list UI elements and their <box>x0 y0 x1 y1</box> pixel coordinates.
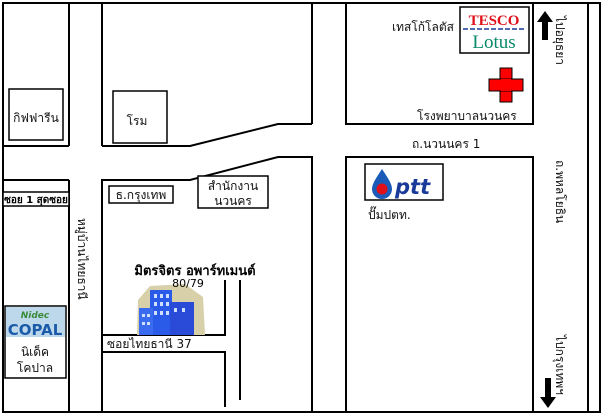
tesco-lotus-logo: TESCO Lotus <box>459 6 530 54</box>
nidec-copal-logo: Nidec COPAL <box>4 305 67 379</box>
road-soi37-label: ซอยไทยธานี 37 <box>107 337 192 351</box>
svg-text:ธ.กรุงเทพ: ธ.กรุงเทพ <box>116 188 167 203</box>
road-phahonyothin-label: ถ.พหลโยธิน <box>553 160 567 223</box>
svg-text:ซอย 1 สุดซอย: ซอย 1 สุดซอย <box>4 195 68 206</box>
tesco-label: เทสโก้โลตัส <box>392 20 455 34</box>
road-navanakorn1-label: ถ.นวนนคร 1 <box>412 137 480 151</box>
place-bangkok-bank: ธ.กรุงเทพ <box>108 185 174 204</box>
arrow-down-icon <box>540 378 556 408</box>
svg-text:กิฟฟารีน: กิฟฟารีน <box>13 111 59 125</box>
ptt-label: ปั๊มปตท. <box>368 206 411 222</box>
svg-text:โรม: โรม <box>127 114 148 128</box>
ptt-logo: ptt <box>364 163 444 201</box>
place-giffarine: กิฟฟารีน <box>8 88 64 141</box>
svg-text:TESCO: TESCO <box>469 13 520 29</box>
to-ayutthaya-label: ไปอยุธยา <box>552 15 567 65</box>
svg-text:Lotus: Lotus <box>472 32 515 53</box>
svg-text:ptt: ptt <box>394 175 431 199</box>
svg-text:COPAL: COPAL <box>8 321 63 339</box>
hospital-label: โรงพยาบาลนวนคร <box>417 109 517 123</box>
soi1-label: ซอย 1 สุดซอย <box>2 191 70 207</box>
place-rome: โรม <box>112 90 168 144</box>
red-cross-icon <box>488 67 524 103</box>
apartment-name: มิตรจิตร อพาร์ทเมนต์ <box>134 263 255 279</box>
road-lines <box>3 2 589 413</box>
svg-text:นวนคร: นวนคร <box>214 194 252 208</box>
road-village-label: หมู่บ้านไทยธานี <box>74 218 89 300</box>
to-bangkok-label: ไปกรุงเทพฯ <box>552 334 567 395</box>
building-icon <box>137 284 205 335</box>
map-border <box>2 2 601 413</box>
svg-text:Nidec: Nidec <box>21 311 50 321</box>
nidec-label-2: โคปาล <box>17 361 53 375</box>
arrow-up-icon <box>537 11 553 40</box>
place-office: สำนักงาน นวนคร <box>197 175 269 209</box>
svg-text:สำนักงาน: สำนักงาน <box>208 179 258 193</box>
apartment-number: 80/79 <box>172 277 204 290</box>
nidec-label-1: นิเด็ค <box>21 344 49 359</box>
